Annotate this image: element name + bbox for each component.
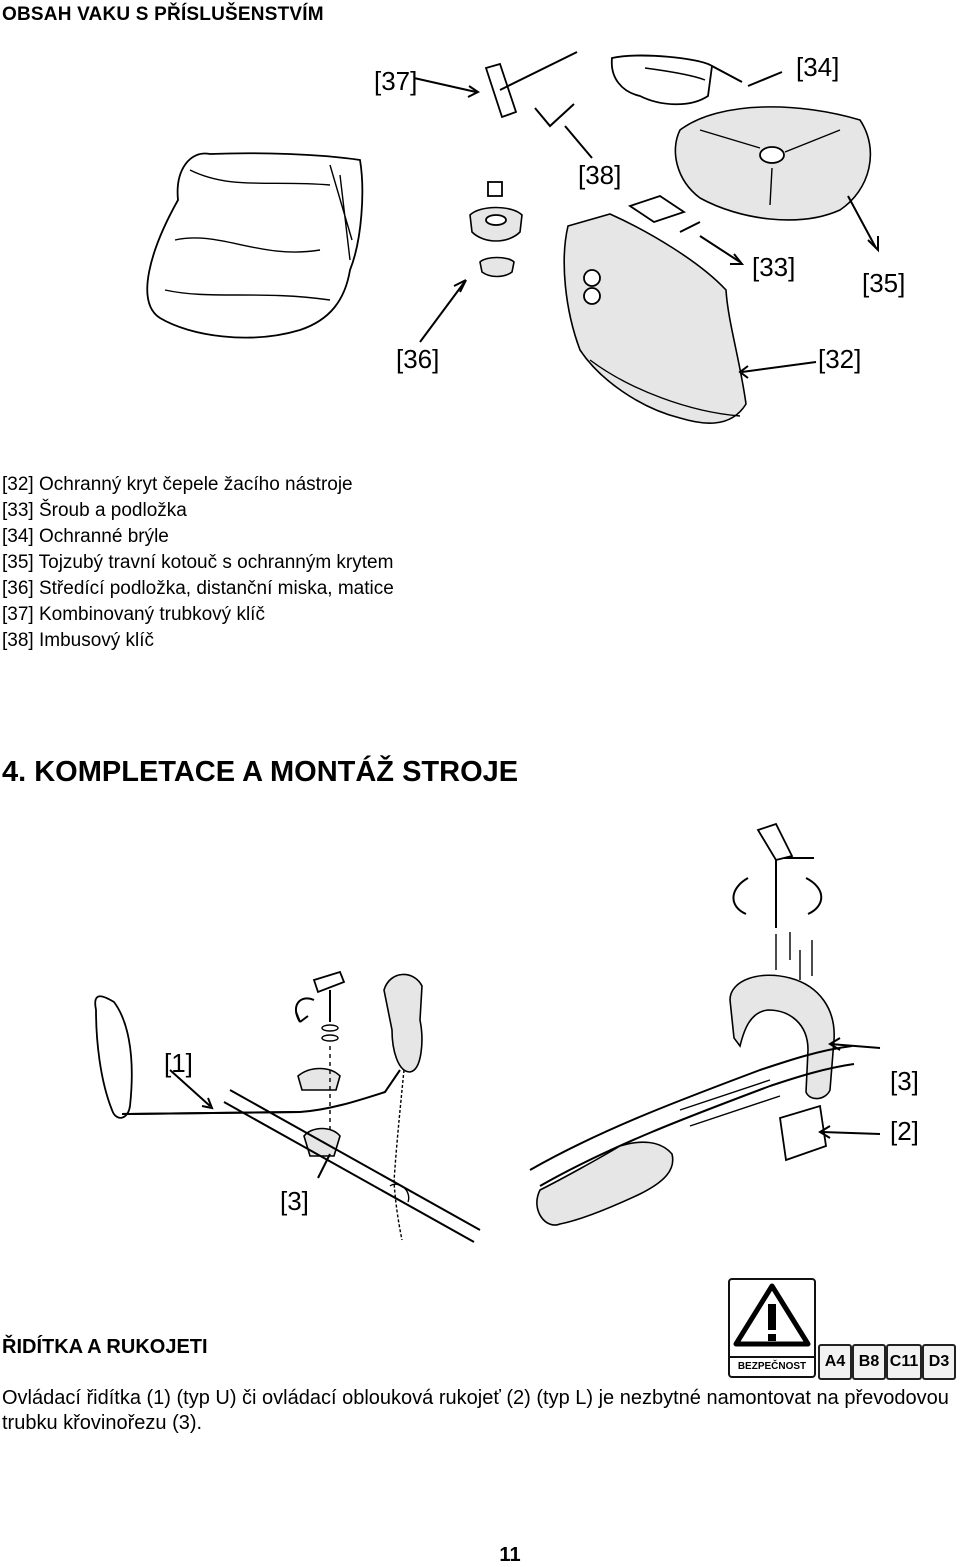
assembly-figure: [1] [3] [3] [2] <box>94 822 919 1243</box>
safety-glasses <box>610 54 713 106</box>
label-2: [2] <box>890 1116 919 1146</box>
accessories-figure: [37] [34] [38] [33] [35] [36] [32] <box>146 51 905 424</box>
warning-panel: BEZPEČNOST <box>728 1278 816 1378</box>
label-36: [36] <box>396 344 439 374</box>
warning-triangle-icon <box>733 1283 811 1347</box>
combo-wrench <box>756 822 794 862</box>
label-3-left: [3] <box>280 1186 309 1216</box>
legend-item: [35] Tojzubý travní kotouč s ochranným k… <box>2 552 394 573</box>
label-34: [34] <box>796 52 839 82</box>
clamp-knob <box>312 970 346 994</box>
label-32: [32] <box>818 344 861 374</box>
loop-handle <box>729 974 835 1100</box>
blade-guard <box>563 213 747 424</box>
handle-clamp <box>778 1104 828 1162</box>
label-38: [38] <box>578 160 621 190</box>
parts-legend: [32] Ochranný kryt čepele žacího nástroj… <box>2 472 394 654</box>
rear-grip <box>536 1141 674 1226</box>
legend-item: [38] Imbusový klíč <box>2 630 155 651</box>
legend-item: [33] Šroub a podložka <box>2 500 187 521</box>
label-1: [1] <box>164 1048 193 1078</box>
legend-item: [36] Středící podložka, distanční miska,… <box>2 578 394 599</box>
page-number: 11 <box>499 1544 521 1566</box>
allen-key <box>534 103 575 128</box>
nut <box>479 256 515 278</box>
left-grip <box>94 995 133 1119</box>
upper-clamp <box>297 1067 341 1091</box>
safety-code-badge: A4 <box>818 1344 852 1380</box>
safety-code-badge: C11 <box>886 1344 922 1380</box>
label-35: [35] <box>862 268 905 298</box>
page-heading: OBSAH VAKU S PŘÍSLUŠENSTVÍM <box>2 4 324 25</box>
label-3-right: [3] <box>890 1066 919 1096</box>
label-37: [37] <box>374 66 417 96</box>
bag <box>146 152 364 339</box>
section-title: 4. KOMPLETACE A MONTÁŽ STROJE <box>2 756 519 788</box>
legend-item: [32] Ochranný kryt čepele žacího nástroj… <box>2 474 353 495</box>
legend-item: [37] Kombinovaný trubkový klíč <box>2 604 265 625</box>
subsection-title: ŘIDÍTKA A RUKOJETI <box>2 1336 208 1358</box>
washer-plate <box>627 195 687 223</box>
label-33: [33] <box>752 252 795 282</box>
body-paragraph: Ovládací řidítka (1) (typ U) či ovládací… <box>2 1387 949 1434</box>
legend-item: [34] Ochranné brýle <box>2 526 169 547</box>
safety-code-badge: B8 <box>852 1344 886 1380</box>
warning-label: BEZPEČNOST <box>730 1356 814 1372</box>
throttle-grip <box>383 973 423 1073</box>
safety-code-badge: D3 <box>922 1344 956 1380</box>
